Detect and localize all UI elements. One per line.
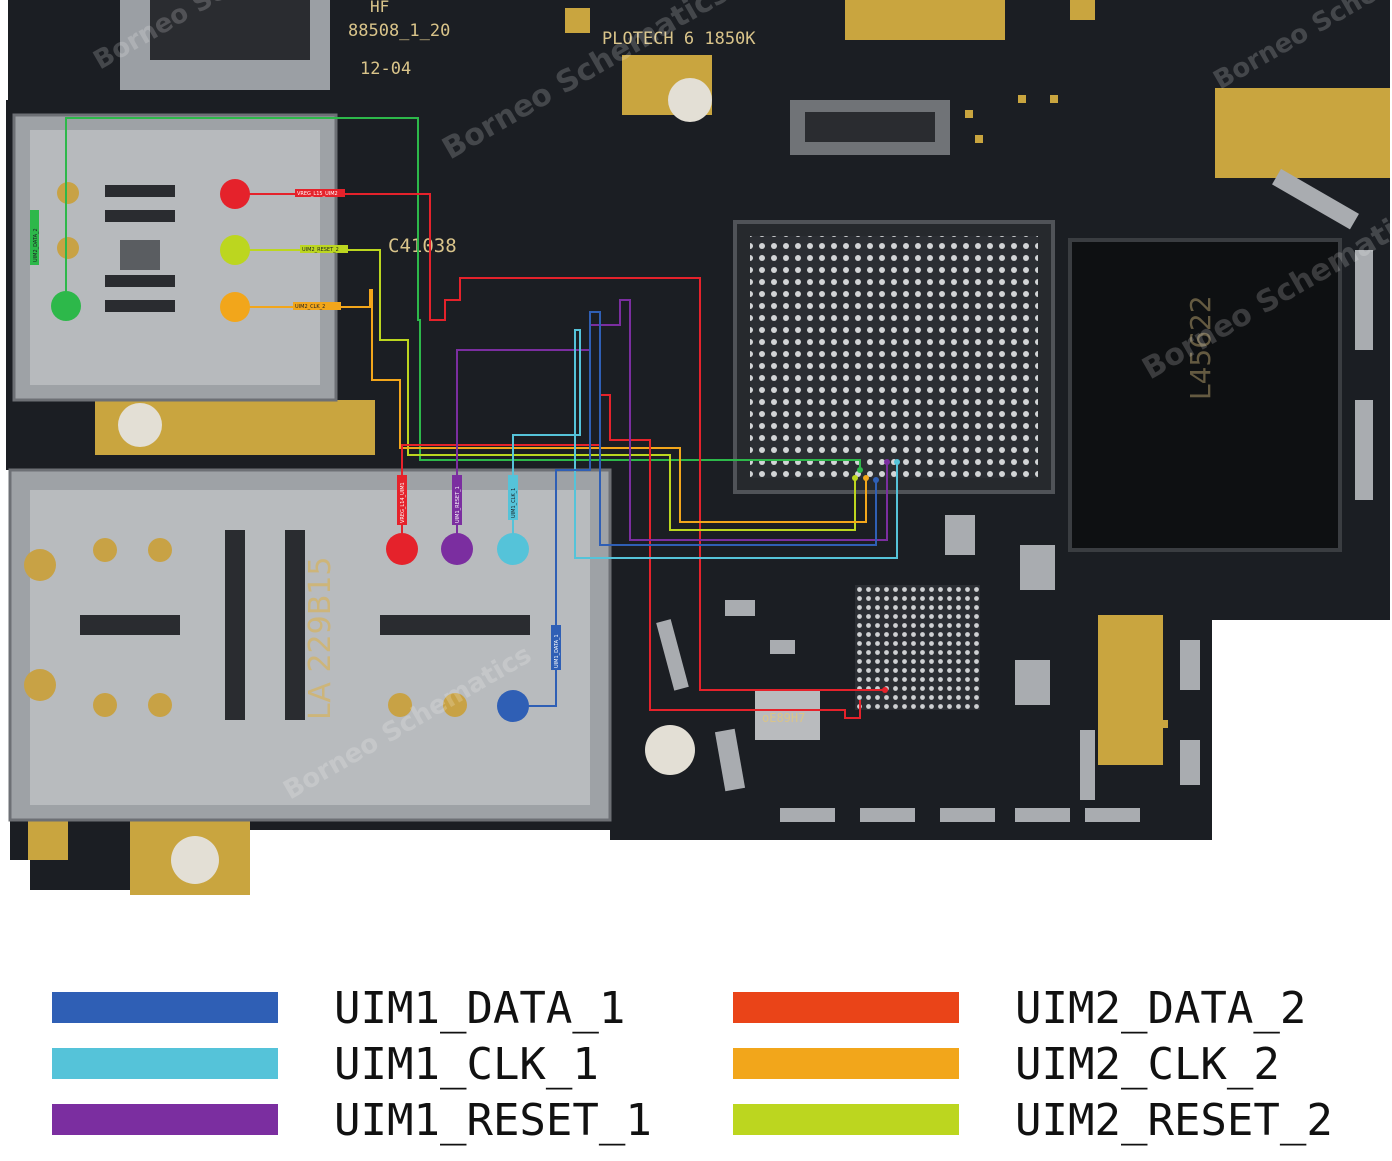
sim1-reset-pin-marker: [441, 533, 473, 565]
soc-endpoints: [852, 459, 900, 693]
tag-clk2: UIM2_CLK_2: [295, 304, 325, 310]
legend-label-uim1-data: UIM1_DATA_1: [334, 983, 626, 1034]
legend-label-uim2-clk: UIM2_CLK_2: [1015, 1039, 1280, 1090]
sim2-reset-pin-marker: [220, 235, 250, 265]
pcb-board-diagram: L45622 oE89H7: [6, 0, 1390, 895]
soc-chip: [733, 220, 1055, 494]
tag-data2: UIM2_DATA_2: [33, 228, 39, 262]
silk-slot: LA 229B15: [303, 557, 338, 720]
pmic-chip: [855, 585, 980, 710]
trace-uim2-vreg: [235, 193, 885, 691]
trace-uim2-data: [65, 117, 861, 470]
tag-data1: UIM1_DATA_1: [554, 634, 560, 668]
trace-uim1-clk: [512, 329, 898, 559]
silk-hf: HF: [370, 0, 389, 16]
sim1-data-pin-marker: [497, 690, 529, 722]
legend: UIM1_DATA_1 UIM1_CLK_1 UIM1_RESET_1 UIM2…: [0, 920, 1392, 1161]
sim2-vreg-pin-marker: [220, 179, 250, 209]
memory-chip: L45622: [1068, 238, 1342, 552]
legend-swatch-uim2-data: [733, 992, 959, 1023]
legend-label-uim1-reset: UIM1_RESET_1: [334, 1095, 652, 1146]
tag-reset2: UIM2_RESET_2: [302, 247, 339, 253]
sim1-holder: [8, 468, 612, 822]
legend-swatch-uim1-data: [52, 992, 278, 1023]
sim1-vreg-pin-marker: [386, 533, 418, 565]
trace-uim2-reset: [235, 249, 856, 531]
small-pads: [965, 95, 1358, 748]
tag-clk1: UIM1_CLK_1: [511, 488, 517, 518]
silk-cap: C41038: [388, 235, 457, 257]
legend-swatch-uim1-reset: [52, 1104, 278, 1135]
pin-tags: VREG_L15_UIM2 UIM2_RESET_2 UIM2_CLK_2 UI…: [30, 189, 561, 670]
tag-vreg1: VREG_L14_UIM1: [400, 482, 406, 523]
legend-label-uim1-clk: UIM1_CLK_1: [334, 1039, 599, 1090]
passive-components: [656, 168, 1373, 822]
sim1-clk-pin-marker: [497, 533, 529, 565]
tag-reset1: UIM1_RESET_1: [455, 486, 461, 523]
legend-label-uim2-reset: UIM2_RESET_2: [1015, 1095, 1333, 1146]
sim2-holder: [12, 113, 338, 402]
sim2-data-pin-marker: [51, 291, 81, 321]
tag-vreg2: VREG_L15_UIM2: [297, 191, 338, 197]
legend-swatch-uim2-reset: [733, 1104, 959, 1135]
trace-uim1-reset: [456, 299, 888, 549]
legend-swatch-uim1-clk: [52, 1048, 278, 1079]
silk-date: 12-04: [360, 59, 411, 79]
memory-chip-label: L45622: [1184, 295, 1217, 400]
legend-label-uim2-data: UIM2_DATA_2: [1015, 983, 1307, 1034]
silk-maker: PLOTECH 6 1850K: [602, 29, 756, 49]
crystal-label: oE89H7: [762, 711, 805, 725]
crystal: [755, 690, 820, 740]
sim2-clk-pin-marker: [220, 292, 250, 322]
silk-part-number: 88508_1_20: [348, 21, 450, 41]
trace-uim2-clk: [235, 289, 867, 523]
legend-swatch-uim2-clk: [733, 1048, 959, 1079]
